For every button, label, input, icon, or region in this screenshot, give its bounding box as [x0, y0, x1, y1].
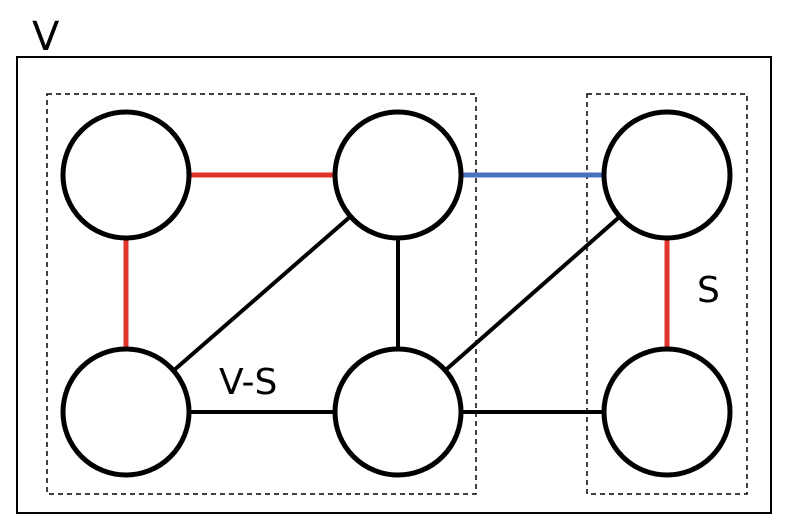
node-f: [601, 346, 733, 478]
partition-v-minus-s: [46, 93, 477, 495]
nodes-layer: [60, 109, 733, 478]
node-e: [601, 109, 733, 241]
partition-s: [586, 93, 748, 495]
v-minus-s-label: V-S: [219, 362, 277, 403]
s-label: S: [697, 270, 720, 311]
node-a: [60, 109, 192, 241]
node-d: [332, 346, 464, 478]
set-v-label: V: [32, 14, 60, 60]
node-b: [332, 109, 464, 241]
set-v-box: [16, 56, 772, 514]
node-c: [60, 346, 192, 478]
